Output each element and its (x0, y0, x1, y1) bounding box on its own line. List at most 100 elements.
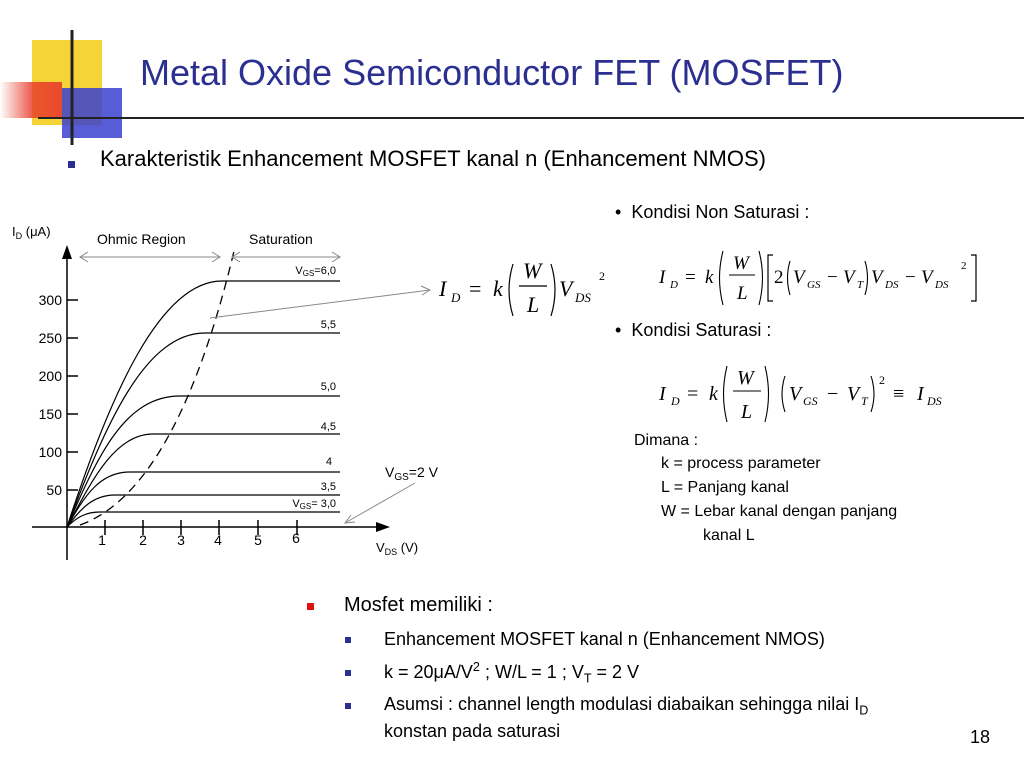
bullet-icon (68, 161, 75, 168)
svg-text:=: = (685, 267, 696, 288)
svg-text:2: 2 (774, 267, 784, 288)
saturation-region-label: Saturation (249, 231, 313, 247)
svg-text:−: − (827, 267, 838, 288)
svg-text:D: D (450, 290, 461, 305)
svg-text:D: D (670, 394, 680, 408)
svg-text:V: V (843, 267, 857, 288)
vgs-4-label: 4 (326, 456, 332, 468)
subtitle-text: Karakteristik Enhancement MOSFET kanal n… (100, 146, 766, 171)
svg-text:k: k (493, 276, 504, 301)
svg-text:GS: GS (803, 394, 818, 408)
curve-vgs-5-0 (66, 395, 340, 528)
svg-text:W: W (737, 367, 756, 389)
curve-vgs-4 (66, 471, 340, 528)
svg-text:GS: GS (807, 279, 821, 291)
vgs-4-5-label: 4,5 (321, 421, 336, 433)
vgs-5-0-label: 5,0 (321, 381, 336, 393)
slide-title: Metal Oxide Semiconductor FET (MOSFET) (140, 52, 844, 93)
svg-text:I: I (438, 276, 448, 301)
y-axis-title: ID (μA) (12, 224, 51, 241)
x-tick-label: 1 (98, 532, 106, 548)
svg-text:I: I (658, 267, 667, 288)
dimana-item: kanal L (703, 527, 755, 544)
bullet-icon (345, 670, 351, 676)
title-divider (38, 117, 1024, 119)
svg-text:L: L (526, 292, 539, 317)
y-tick-label: 250 (39, 330, 63, 346)
svg-text:V: V (871, 267, 885, 288)
svg-text:W: W (733, 253, 751, 274)
vgs-3-5-label: 3,5 (321, 481, 336, 493)
x-tick-label: 4 (214, 532, 222, 548)
notes-item-2: k = 20μA/V2 ; W/L = 1 ; VT = 2 V (384, 660, 640, 686)
svg-text:k: k (709, 383, 719, 405)
ohmic-region-label: Ohmic Region (97, 231, 186, 247)
svg-text:k: k (705, 267, 714, 288)
id-vds-characteristic-graph: 300 250 200 150 100 50 1 2 3 4 5 6 ID (μ… (12, 224, 439, 560)
page-number: 18 (969, 727, 990, 747)
svg-text:V: V (793, 267, 807, 288)
x-tick-label: 2 (139, 532, 147, 548)
svg-text:V: V (921, 267, 935, 288)
dimana-item: W = Lebar kanal dengan panjang (661, 503, 898, 520)
svg-text:V: V (559, 276, 575, 301)
svg-text:L: L (740, 401, 752, 423)
svg-text:≡: ≡ (893, 383, 904, 405)
bullet-icon (345, 637, 351, 643)
svg-text:D: D (669, 279, 678, 291)
vgs-5-5-label: 5,5 (321, 319, 336, 331)
svg-text:=: = (687, 383, 698, 405)
svg-text:I: I (916, 383, 925, 405)
svg-text:2: 2 (599, 269, 605, 283)
y-axis-arrow-icon (62, 245, 72, 259)
svg-text:T: T (857, 279, 864, 291)
svg-text:L: L (736, 283, 748, 304)
vgs-6-0-label: VGS=6,0 (295, 265, 336, 278)
saturation-boundary-line (79, 246, 236, 526)
svg-text:−: − (905, 267, 916, 288)
non-saturation-label: Kondisi Non Saturasi : (631, 202, 810, 222)
notes-item-3-continued: konstan pada saturasi (384, 721, 561, 741)
curve-vgs-3-5 (66, 494, 340, 528)
svg-text:DS: DS (934, 279, 949, 291)
svg-text:2: 2 (879, 373, 885, 387)
y-tick-label: 200 (39, 368, 63, 384)
svg-text:V: V (847, 383, 862, 405)
y-tick-label: 100 (39, 444, 63, 460)
svg-text:−: − (827, 383, 838, 405)
y-tick-label: 150 (39, 406, 63, 422)
svg-text:2: 2 (961, 260, 967, 272)
svg-text:DS: DS (884, 279, 899, 291)
svg-text:I: I (658, 383, 667, 405)
y-tick-label: 50 (46, 482, 62, 498)
x-tick-label: 3 (177, 532, 185, 548)
notes-item-1: Enhancement MOSFET kanal n (Enhancement … (384, 629, 825, 649)
svg-text:=: = (469, 276, 481, 301)
x-axis-title: VDS (V) (376, 540, 418, 557)
notes-heading: Mosfet memiliki : (344, 594, 493, 616)
svg-text:V: V (789, 383, 804, 405)
decorative-corner-graphic (0, 30, 140, 145)
y-tick-label: 300 (39, 292, 63, 308)
saturation-label: Kondisi Saturasi : (631, 320, 772, 340)
dimana-item: k = process parameter (661, 455, 821, 472)
svg-text:DS: DS (574, 290, 591, 305)
non-saturation-item: • Kondisi Non Saturasi : (615, 202, 810, 222)
x-tick-label: 5 (254, 532, 262, 548)
x-tick-label: 6 (292, 530, 300, 546)
bullet-icon (345, 703, 351, 709)
curve-vgs-3-0 (66, 511, 340, 528)
curve-vgs-5-5 (66, 332, 340, 528)
x-axis-arrow-icon (376, 522, 390, 532)
curve-vgs-6-0 (66, 280, 340, 528)
vgs-threshold-label: VGS=2 V (385, 464, 439, 483)
svg-text:DS: DS (926, 394, 942, 408)
bullet-icon (307, 603, 314, 610)
dimana-item: L = Panjang kanal (661, 479, 789, 496)
svg-text:T: T (861, 394, 869, 408)
svg-text:W: W (523, 258, 543, 283)
curve-vgs-4-5 (66, 433, 340, 528)
